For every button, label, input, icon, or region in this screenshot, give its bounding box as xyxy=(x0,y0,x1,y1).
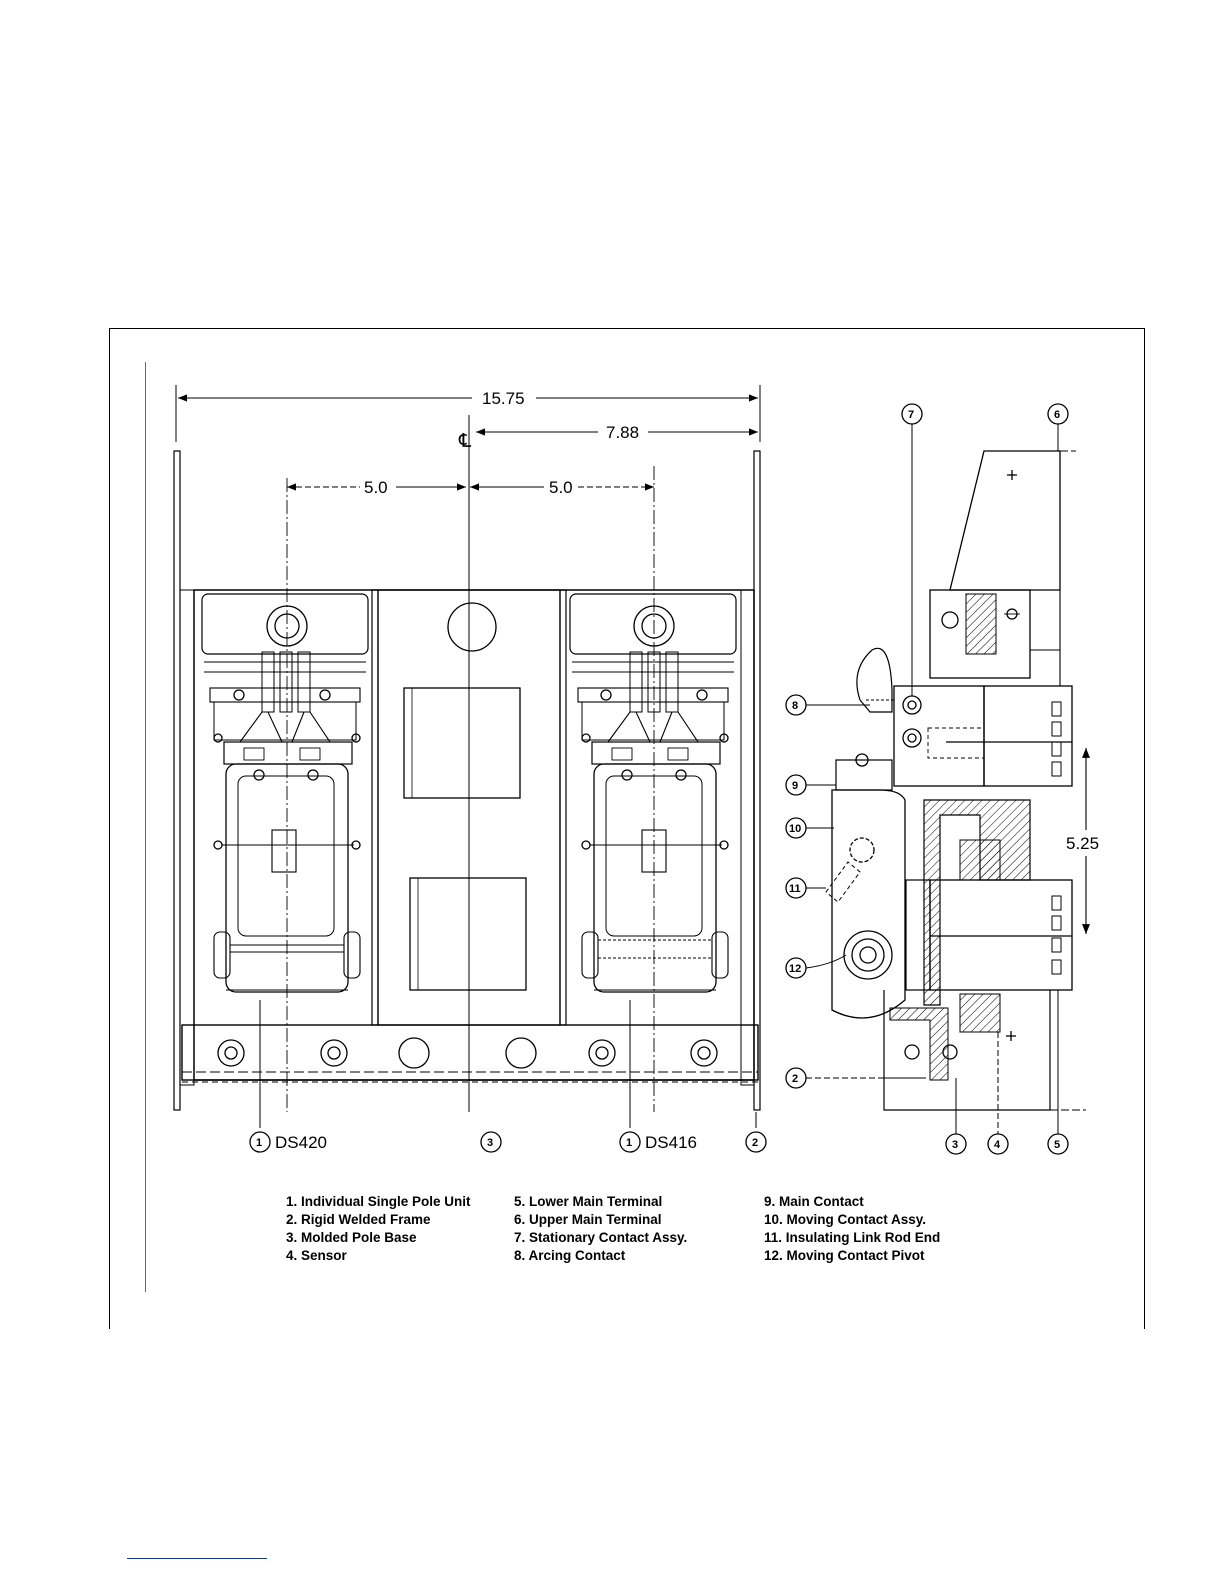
callout-11: 11 xyxy=(789,883,801,895)
pole-unit-ds420 xyxy=(201,593,369,993)
callout-2-side: 2 xyxy=(792,1073,798,1085)
callout-10: 10 xyxy=(789,823,801,835)
dimension-pole-spacing-left: 5.0 xyxy=(364,478,388,497)
callout-8: 8 xyxy=(792,700,798,712)
frame-rail-right xyxy=(753,450,761,1111)
legend-item: 3. Molded Pole Base xyxy=(286,1230,417,1245)
legend-item: 4. Sensor xyxy=(286,1248,347,1263)
legend-item: 10. Moving Contact Assy. xyxy=(764,1212,927,1227)
dimension-half-width: 7.88 xyxy=(606,423,639,442)
pole-unit-ds416 xyxy=(569,593,737,993)
callout-3-front: 3 xyxy=(487,1137,493,1149)
base-bolts xyxy=(217,1037,718,1069)
callout-4: 4 xyxy=(994,1139,1001,1151)
figure-frame xyxy=(109,328,1145,1329)
dimension-pole-spacing-right: 5.0 xyxy=(549,478,573,497)
frame-rail-left xyxy=(173,450,181,1111)
front-view xyxy=(173,450,761,1128)
callout-2-front: 2 xyxy=(752,1137,758,1149)
lower-main-terminal xyxy=(929,879,1073,991)
legend-column-2: 5. Lower Main Terminal 6. Upper Main Ter… xyxy=(514,1193,687,1265)
legend-item: 5. Lower Main Terminal xyxy=(514,1194,663,1209)
moving-contact-assy xyxy=(831,789,906,1019)
callout-1-right: 1 xyxy=(626,1137,632,1149)
side-view xyxy=(805,424,1090,1134)
legend-item: 11. Insulating Link Rod End xyxy=(764,1230,941,1245)
legend-column-3: 9. Main Contact 10. Moving Contact Assy.… xyxy=(764,1193,940,1265)
dimension-terminal-spacing: 5.25 xyxy=(1066,834,1099,853)
legend-item: 2. Rigid Welded Frame xyxy=(286,1212,431,1227)
footnote-rule xyxy=(127,1558,267,1559)
legend-column-1: 1. Individual Single Pole Unit 2. Rigid … xyxy=(286,1193,471,1265)
model-ds416: DS416 xyxy=(645,1133,697,1152)
front-callouts: 1 DS420 3 1 DS416 2 xyxy=(249,1131,767,1153)
callout-3-side: 3 xyxy=(952,1139,958,1151)
callout-1-left: 1 xyxy=(256,1137,262,1149)
callout-6: 6 xyxy=(1054,409,1060,421)
callout-7: 7 xyxy=(908,409,914,421)
centerline-mark: ℄ xyxy=(458,431,472,452)
legend-item: 9. Main Contact xyxy=(764,1194,864,1209)
callout-9: 9 xyxy=(792,780,798,792)
side-callouts: 7 6 8 9 10 11 12 2 3 4 5 xyxy=(785,403,1069,1155)
legend-item: 6. Upper Main Terminal xyxy=(514,1212,662,1227)
model-ds420: DS420 xyxy=(275,1133,327,1152)
dimension-lines xyxy=(175,385,761,1112)
dimension-overall-width: 15.75 xyxy=(482,389,525,408)
legend-item: 1. Individual Single Pole Unit xyxy=(286,1194,471,1209)
legend-item: 12. Moving Contact Pivot xyxy=(764,1248,925,1263)
callout-5: 5 xyxy=(1054,1139,1060,1151)
inner-margin-rule xyxy=(145,362,146,1292)
legend-item: 7. Stationary Contact Assy. xyxy=(514,1230,688,1245)
callout-12: 12 xyxy=(789,963,801,975)
legend-item: 8. Arcing Contact xyxy=(514,1248,626,1263)
